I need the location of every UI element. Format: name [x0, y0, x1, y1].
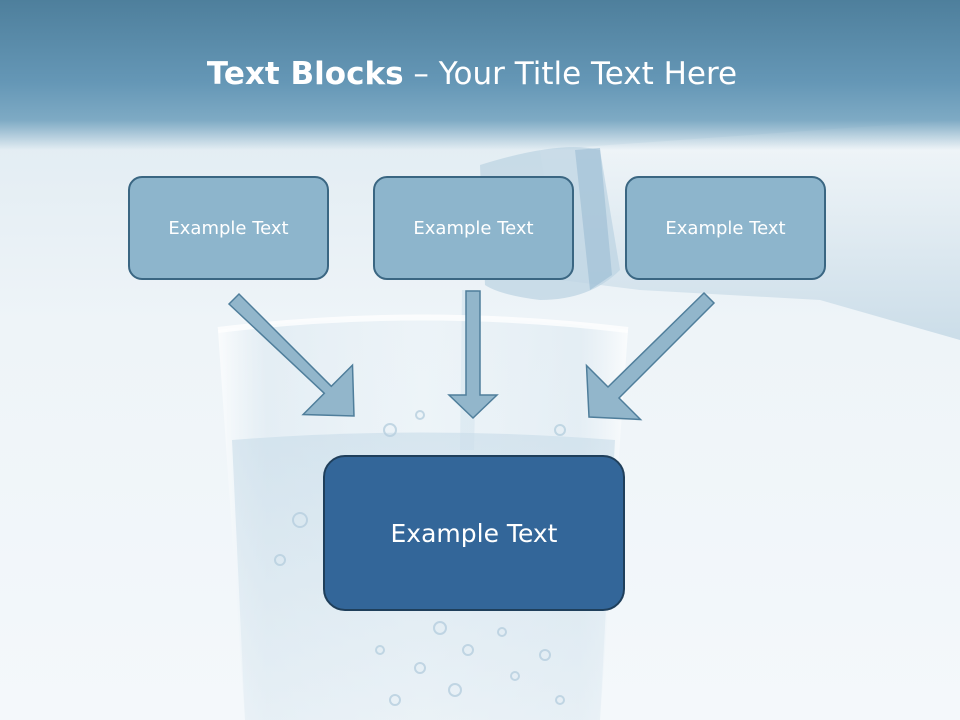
example-text-box-3: Example Text	[625, 176, 826, 280]
arrow-diagonal-left-icon	[585, 291, 716, 421]
title-bold: Text Blocks	[206, 56, 404, 92]
example-text-box-1: Example Text	[128, 176, 329, 280]
slide-title: Text Blocks – Your Title Text Here	[0, 52, 944, 96]
arrow-diagonal-right-icon	[227, 292, 355, 417]
arrow-down-icon	[447, 290, 499, 420]
title-rest: Your Title Text Here	[438, 56, 738, 92]
example-text-box-center: Example Text	[323, 455, 625, 611]
example-text-box-2: Example Text	[373, 176, 574, 280]
title-band	[0, 0, 960, 150]
title-dash: –	[403, 56, 439, 92]
